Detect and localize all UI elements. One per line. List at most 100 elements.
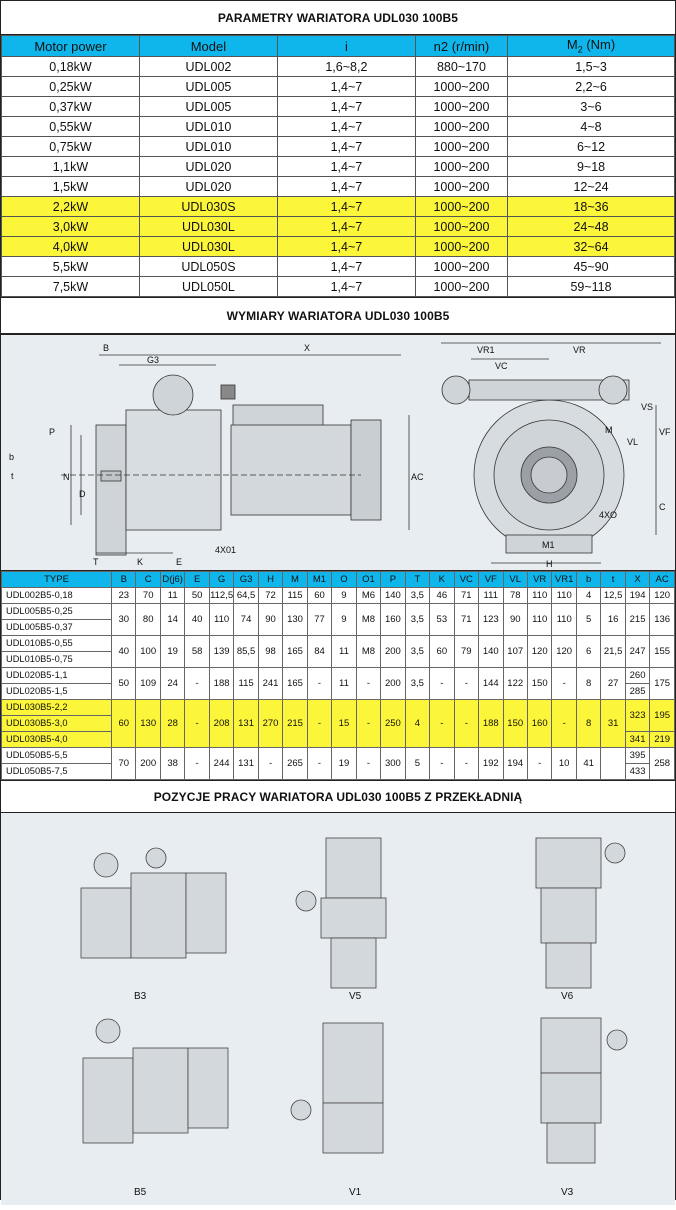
dimensions-header-cell: t	[600, 571, 626, 588]
params-cell: UDL020	[138, 156, 278, 177]
dimensions-cell: 23	[110, 587, 137, 604]
params-cell: 1,4~7	[276, 76, 416, 97]
params-cell: 5,5kW	[1, 256, 140, 277]
params-cell: UDL010	[138, 136, 278, 157]
dimensions-header-cell: E	[184, 571, 210, 588]
params-cell: 1000~200	[414, 116, 509, 137]
dim-x-label: X	[304, 343, 310, 353]
dimensions-cell: -	[551, 667, 577, 700]
header-m2-sub: 2	[577, 44, 583, 55]
dimensions-cell: 9	[331, 603, 357, 636]
dimensions-header-cell: VC	[453, 571, 480, 588]
dimensions-cell: 107	[502, 635, 528, 668]
dimensions-cell: 12,5	[600, 587, 626, 604]
dimensions-cell: 38	[159, 747, 186, 780]
params-cell: 1,4~7	[276, 96, 416, 117]
dimensions-type-cell: UDL030B5-2,2	[1, 699, 112, 716]
dimensions-cell: 9	[331, 587, 357, 604]
params-cell: 7,5kW	[1, 276, 140, 297]
dim-vr1-label: VR1	[477, 345, 495, 355]
params-cell: 24~48	[507, 216, 675, 237]
dimensions-type-cell: UDL030B5-3,0	[1, 715, 112, 732]
dimensions-header-cell: b	[575, 571, 602, 588]
dimensions-cell: 3,5	[404, 603, 431, 636]
dimensions-cell: 46	[429, 587, 455, 604]
positions-title: POZYCJE PRACY WARIATORA UDL030 100B5 Z P…	[1, 780, 675, 813]
dim-t-cap-label: T	[93, 557, 99, 567]
dim-d-label: D	[79, 489, 86, 499]
params-cell: 45~90	[507, 256, 675, 277]
dimensions-cell: 6	[575, 635, 602, 668]
dimensions-cell: 19	[331, 747, 357, 780]
dimensions-cell: -	[355, 667, 382, 700]
dimensions-cell: -	[306, 667, 333, 700]
dim-vs-label: VS	[641, 402, 653, 412]
dim-k-label: K	[137, 557, 143, 567]
dimensions-cell: 110	[208, 603, 235, 636]
dimensions-type-cell: UDL020B5-1,1	[1, 667, 112, 684]
dimensions-cell: 110	[551, 603, 577, 636]
dimensions-cell: 11	[331, 635, 357, 668]
dimensions-cell: 139	[208, 635, 235, 668]
dim-vl-label: VL	[627, 437, 638, 447]
params-cell: 1000~200	[414, 256, 509, 277]
position-v5-label: V5	[349, 991, 362, 1002]
dimensions-cell: 71	[453, 587, 480, 604]
dimensions-cell: -	[355, 699, 382, 748]
dimensions-x-cell: 215	[624, 603, 651, 636]
dimensions-cell: 194	[502, 747, 528, 780]
params-cell: UDL030L	[138, 216, 278, 237]
dim-t-label: t	[11, 471, 14, 481]
dimensions-ac-cell: 120	[649, 587, 675, 604]
dimensions-cell: 265	[282, 747, 308, 780]
dimensions-type-cell: UDL010B5-0,55	[1, 635, 112, 652]
params-cell: UDL010	[138, 116, 278, 137]
dim-vf-label: VF	[659, 427, 671, 437]
dimensions-row: UDL030B5-3,0	[1, 715, 675, 732]
dimensions-cell: 28	[159, 699, 186, 748]
dimensions-cell: -	[355, 747, 382, 780]
dimensions-cell: -	[551, 699, 577, 748]
dimensions-cell: 27	[600, 667, 626, 700]
dimensions-cell: 30	[110, 603, 137, 636]
dim-vr-label: VR	[573, 345, 586, 355]
dimensions-x-cell: 194	[624, 587, 651, 604]
dimensions-cell: 5	[404, 747, 431, 780]
dimensions-cell: 70	[110, 747, 137, 780]
dimension-drawing-svg: B X G3 P N D b t T K E AC 4X01 VR1 VC VR…	[9, 342, 671, 569]
dimensions-cell: -	[257, 747, 284, 780]
params-cell: 1,4~7	[276, 136, 416, 157]
params-cell: 1000~200	[414, 216, 509, 237]
dimensions-x-cell: 323	[624, 699, 651, 732]
dimensions-type-cell: UDL005B5-0,25	[1, 603, 112, 620]
params-cell: 1000~200	[414, 196, 509, 217]
dimensions-cell: 112,5	[208, 587, 235, 604]
dimensions-cell: 50	[110, 667, 137, 700]
params-cell: 1,4~7	[276, 276, 416, 297]
dimensions-ac-cell: 155	[649, 635, 675, 668]
dimensions-cell: 109	[135, 667, 161, 700]
dimensions-cell: 8	[575, 667, 602, 700]
header-motor-power: Motor power	[1, 35, 140, 57]
dimensions-header-cell: VF	[478, 571, 504, 588]
dimensions-cell: 215	[282, 699, 308, 748]
dimensions-header-cell: O	[331, 571, 357, 588]
params-cell: UDL030L	[138, 236, 278, 257]
dimensions-x-cell: 260	[624, 667, 651, 684]
dimensions-cell: 79	[453, 635, 480, 668]
params-cell: 1000~200	[414, 276, 509, 297]
dimensions-cell: 241	[257, 667, 284, 700]
dimensions-cell: 50	[184, 587, 210, 604]
dim-h-label: H	[546, 559, 553, 569]
dimensions-cell: 4	[575, 587, 602, 604]
dimensions-cell: 11	[331, 667, 357, 700]
params-cell: UDL020	[138, 176, 278, 197]
dimensions-header-cell: VL	[502, 571, 528, 588]
dimensions-cell: -	[429, 667, 455, 700]
